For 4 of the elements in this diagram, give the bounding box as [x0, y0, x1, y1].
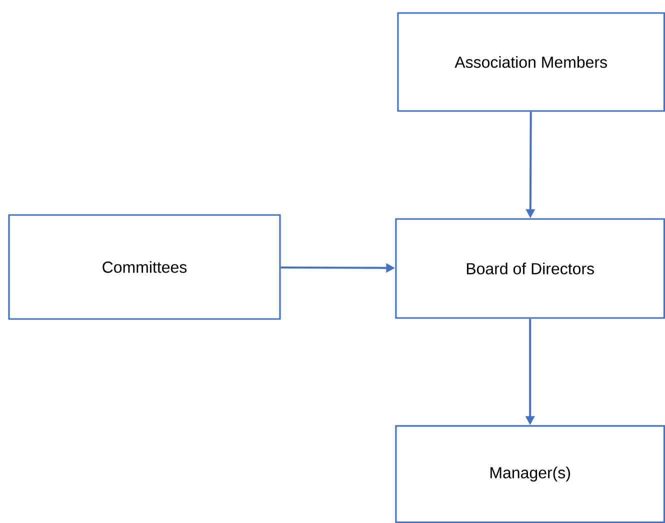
process-box: Committees	[8, 214, 281, 320]
process-box: Association Members	[397, 12, 665, 112]
process-box: Manager(s)	[395, 425, 665, 523]
process-box: Board of Directors	[395, 218, 665, 319]
